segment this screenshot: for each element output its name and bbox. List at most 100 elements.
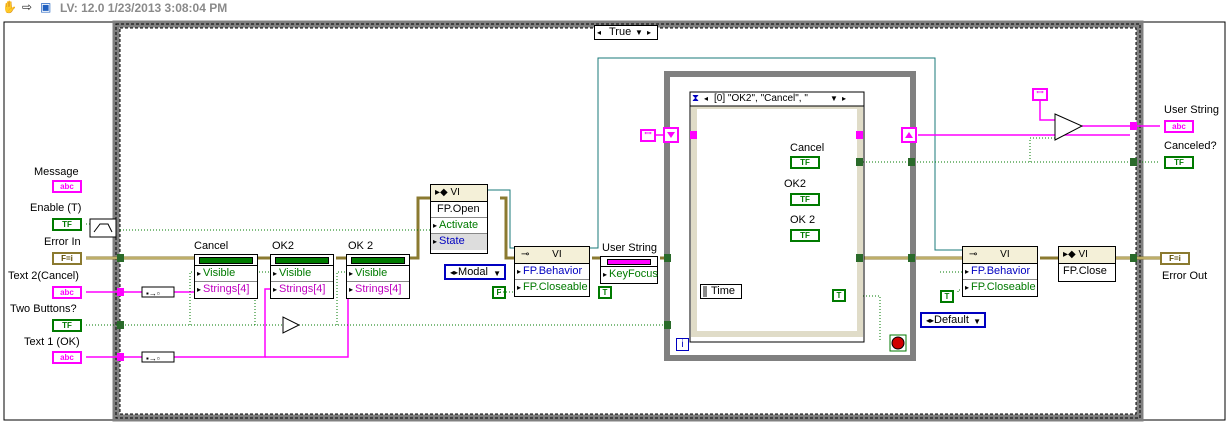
vi-version-title: LV: 12.0 1/23/2013 3:08:04 PM bbox=[60, 1, 228, 15]
bool-glyph: TF bbox=[800, 195, 810, 204]
user-string-node-label: User String bbox=[602, 242, 658, 254]
case-structure-dashes bbox=[115, 23, 1141, 419]
keyfocus-property-node[interactable]: ▸KeyFocus bbox=[600, 256, 658, 284]
fp-open-activate[interactable]: ▸Activate bbox=[431, 218, 487, 234]
text1-terminal[interactable]: abc bbox=[52, 351, 82, 364]
bool-glyph: TF bbox=[1174, 158, 1184, 167]
message-label: Message bbox=[34, 166, 79, 178]
fp-behavior-prop-2[interactable]: ▸FP.Behavior bbox=[963, 264, 1037, 280]
empty-string-constant-2[interactable]: "" bbox=[1032, 88, 1048, 101]
default-enum[interactable]: ◂▸Default▼ bbox=[920, 312, 986, 328]
fp-close-invoke-node[interactable]: ▸◆ VI FP.Close bbox=[1058, 246, 1116, 282]
bool-glyph: TF bbox=[800, 158, 810, 167]
hourglass-icon: ⧗ bbox=[692, 93, 700, 104]
chevron-left-icon[interactable]: ◂ bbox=[597, 28, 602, 37]
cancel-bool-terminal[interactable]: TF bbox=[790, 156, 820, 169]
reference-wires bbox=[488, 57, 962, 251]
modal-enum-value: Modal bbox=[458, 266, 488, 278]
user-string-terminal[interactable]: abc bbox=[1164, 120, 1194, 133]
case-selector[interactable]: ◂ True ▼ ▸ bbox=[594, 25, 658, 40]
fp-open-state[interactable]: ▸State bbox=[431, 234, 487, 250]
chevron-left-icon[interactable]: ◂ bbox=[704, 94, 709, 103]
two-buttons-label: Two Buttons? bbox=[10, 303, 77, 315]
text1-label: Text 1 (OK) bbox=[24, 336, 80, 348]
select-function bbox=[1054, 113, 1084, 141]
enable-terminal[interactable]: TF bbox=[52, 218, 82, 231]
toolbar-header: ✋ ⇨ ▣ LV: 12.0 1/23/2013 3:08:04 PM bbox=[0, 0, 1229, 16]
two-buttons-terminal[interactable]: TF bbox=[52, 319, 82, 332]
error-in-label: Error In bbox=[44, 236, 81, 248]
fp-closeable-prop-2[interactable]: ▸FP.Closeable bbox=[963, 280, 1037, 296]
fp-behavior-property-node-1[interactable]: ⊸ VI ▸FP.Behavior ▸FP.Closeable bbox=[514, 246, 590, 297]
ok-2-property-node[interactable]: ▸Visible ▸Strings[4] bbox=[346, 254, 410, 299]
text2-terminal[interactable]: abc bbox=[52, 286, 82, 299]
string-convert-node-2 bbox=[141, 351, 175, 363]
error-in-terminal[interactable]: F=i bbox=[52, 252, 82, 265]
false-constant[interactable]: F bbox=[492, 286, 506, 299]
string-wires bbox=[86, 100, 1160, 358]
cancel-strings-prop[interactable]: ▸Strings[4] bbox=[195, 282, 257, 298]
keyfocus-prop[interactable]: ▸KeyFocus bbox=[601, 267, 658, 283]
string-glyph: abc bbox=[60, 182, 74, 191]
fp-behavior-property-node-2[interactable]: ⊸ VI ▸FP.Behavior ▸FP.Closeable bbox=[962, 246, 1038, 297]
svg-text:▪→▫: ▪→▫ bbox=[146, 289, 160, 298]
ok2-property-node[interactable]: ▸Visible ▸Strings[4] bbox=[270, 254, 334, 299]
fp-open-method[interactable]: FP.Open bbox=[431, 202, 487, 218]
fp-close-method[interactable]: FP.Close bbox=[1059, 264, 1115, 280]
fp-closeable-prop[interactable]: ▸FP.Closeable bbox=[515, 280, 589, 296]
string-convert-node-1 bbox=[141, 286, 175, 298]
fp-open-invoke-node[interactable]: ▸◆ VI FP.Open ▸Activate ▸State bbox=[430, 184, 488, 254]
error-out-label: Error Out bbox=[1162, 270, 1208, 282]
bool-wires bbox=[86, 137, 1160, 340]
chevron-down-icon[interactable]: ▼ bbox=[830, 94, 838, 103]
user-string-label: User String bbox=[1164, 104, 1220, 116]
event-selector-value: [0] "OK2", "Cancel", " bbox=[714, 93, 808, 104]
string-glyph: abc bbox=[60, 288, 74, 297]
chevron-down-icon: ▼ bbox=[493, 269, 501, 278]
empty-string-constant[interactable]: "" bbox=[640, 129, 656, 142]
bool-glyph: TF bbox=[800, 231, 810, 240]
cancel-visible-prop[interactable]: ▸Visible bbox=[195, 266, 257, 282]
stop-terminal bbox=[891, 336, 905, 350]
ok2-bool-terminal[interactable]: TF bbox=[790, 193, 820, 206]
ok2-visible-prop[interactable]: ▸Visible bbox=[271, 266, 333, 282]
default-enum-value: Default bbox=[934, 314, 969, 326]
text2-label: Text 2(Cancel) bbox=[8, 270, 79, 282]
cancel-property-node[interactable]: ▸Visible ▸Strings[4] bbox=[194, 254, 258, 299]
modal-enum[interactable]: ◂▸Modal▼ bbox=[444, 264, 506, 280]
chevron-right-icon[interactable]: ▸ bbox=[647, 28, 652, 37]
run-arrow-icon[interactable]: ⇨ bbox=[22, 0, 33, 14]
error-out-terminal[interactable]: F=i bbox=[1160, 252, 1190, 265]
fp-open-head: ▸◆ VI bbox=[431, 185, 487, 202]
diagram-border bbox=[3, 21, 1226, 421]
time-event-data[interactable]: Time bbox=[700, 284, 742, 299]
ok-2-visible-prop[interactable]: ▸Visible bbox=[347, 266, 409, 282]
true-constant-loop[interactable]: T bbox=[832, 289, 846, 302]
svg-text:▪→▫: ▪→▫ bbox=[146, 354, 160, 363]
ok2-strings-prop[interactable]: ▸Strings[4] bbox=[271, 282, 333, 298]
true-constant-keyfocus[interactable]: T bbox=[598, 286, 612, 299]
hand-icon[interactable]: ✋ bbox=[2, 0, 17, 14]
canceled-terminal[interactable]: TF bbox=[1164, 156, 1194, 169]
case-structure-frame bbox=[112, 20, 1144, 422]
select-node bbox=[89, 218, 117, 238]
true-constant-closeable[interactable]: T bbox=[940, 290, 954, 303]
fp-close-head: ▸◆ VI bbox=[1059, 247, 1115, 264]
not-gate bbox=[282, 316, 301, 334]
chevron-down-icon[interactable]: ▼ bbox=[635, 28, 643, 37]
message-terminal[interactable]: abc bbox=[52, 180, 82, 193]
cancel-term-label: Cancel bbox=[790, 142, 825, 154]
ok-2-term-label: OK 2 bbox=[790, 214, 816, 226]
fp-behavior-prop[interactable]: ▸FP.Behavior bbox=[515, 264, 589, 280]
ok2-node-label: OK2 bbox=[272, 240, 295, 252]
ok-2-bool-terminal[interactable]: TF bbox=[790, 229, 820, 242]
vi-icon[interactable]: ▣ bbox=[40, 0, 52, 14]
event-selector[interactable]: ⧗ ◂ [0] "OK2", "Cancel", " ▼ ▸ bbox=[690, 92, 850, 106]
time-label: Time bbox=[711, 285, 736, 297]
error-glyph: F=i bbox=[61, 254, 73, 263]
ok-2-strings-prop[interactable]: ▸Strings[4] bbox=[347, 282, 409, 298]
while-loop-frame bbox=[664, 71, 916, 361]
chevron-right-icon[interactable]: ▸ bbox=[842, 94, 847, 103]
canceled-label: Canceled? bbox=[1164, 140, 1217, 152]
